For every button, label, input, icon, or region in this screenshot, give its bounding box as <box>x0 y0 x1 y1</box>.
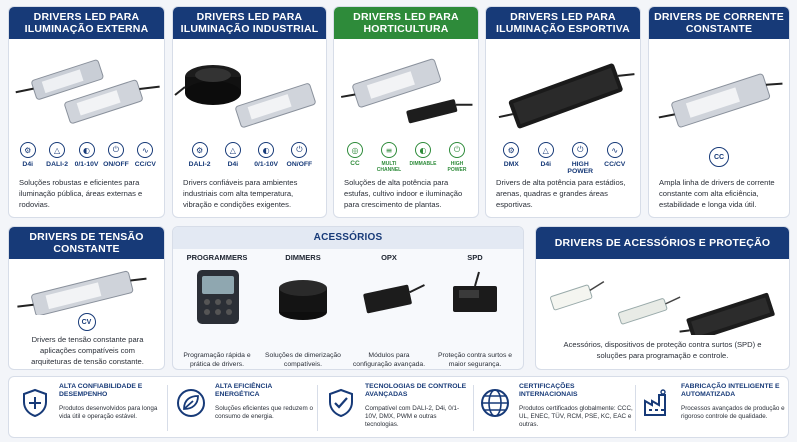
card-iluminacao-industrial[interactable]: DRIVERS LED PARA ILUMINAÇÃO INDUSTRIAL ⚙… <box>172 6 327 218</box>
driver-product-image <box>658 73 783 128</box>
d4i-icon: △ <box>537 142 554 158</box>
card-corrente-constante[interactable]: DRIVERS DE CORRENTE CONSTANTE CC Ampla l… <box>648 6 790 218</box>
feature-cc: CC <box>708 147 730 167</box>
spd-image <box>453 271 497 312</box>
card-tensao-constante[interactable]: DRIVERS DE TENSÃO CONSTANTE CV Drivers d… <box>8 226 165 370</box>
card-title: DRIVERS LED PARA ILUMINAÇÃO EXTERNA <box>9 7 164 39</box>
feature-high-power: ⏻HIGH POWER <box>563 142 597 175</box>
feature-high-power: ⏻HIGH POWER <box>440 142 474 173</box>
card-title: DRIVERS LED PARA ILUMINAÇÃO ESPORTIVA <box>486 7 640 39</box>
shield-plus-icon <box>23 388 47 418</box>
cv-icon: CV <box>77 313 96 331</box>
feature-row: CC <box>653 147 785 167</box>
feature-row: ⚙DALI-2 △D4i ◐0/1-10V ⏻ON/OFF <box>183 142 316 168</box>
dmx-icon: ⚙ <box>503 142 520 158</box>
feature-multi-channel: ≡MULTI CHANNEL <box>372 142 406 173</box>
driver-product-image <box>17 270 147 315</box>
benefit-fabricacao: FABRICAÇÃO INTELIGENTE E AUTOMATIZADA Pr… <box>641 383 787 433</box>
shield-check-icon <box>329 388 353 418</box>
leaf-icon <box>177 389 205 417</box>
card-title: DRIVERS DE CORRENTE CONSTANTE <box>649 7 789 39</box>
feature-dali2: ⚙DALI-2 <box>183 142 216 168</box>
dali-icon: ⚙ <box>191 142 208 158</box>
feature-dmx: ⚙DMX <box>494 142 528 175</box>
feature-dimmable: ◐DIMMABLE <box>406 142 440 173</box>
card-description: Soluções de alta potência para estufas, … <box>344 178 463 209</box>
card-title: ACESSÓRIOS <box>173 227 523 249</box>
card-title: DRIVERS LED PARA HORTICULTURA <box>334 7 478 39</box>
driver-product-image <box>340 58 473 124</box>
d4i-icon: ⚙ <box>19 142 36 158</box>
feature-d4i: △D4i <box>216 142 249 168</box>
cc-icon: ◎ <box>347 142 363 158</box>
dimmer-icon: ◐ <box>258 142 275 158</box>
card-description: Drivers de tensão constante para aplicaç… <box>31 335 144 366</box>
multi-channel-icon: ≡ <box>381 142 397 158</box>
dali-icon: △ <box>49 142 66 158</box>
divider <box>635 385 636 431</box>
card-description: Drivers confiáveis para ambientes indust… <box>183 178 298 209</box>
card-acessorios-protecao[interactable]: DRIVERS DE ACESSÓRIOS E PROTEÇÃO Acessór… <box>535 226 790 370</box>
card-acessorios[interactable]: ACESSÓRIOS PROGRAMMERS Programação rápid… <box>172 226 524 370</box>
acc-item-opx[interactable]: OPX Módulos para configuração avançada. <box>349 253 429 368</box>
acc-item-programmers[interactable]: PROGRAMMERS Programação rápida e prática… <box>177 253 257 368</box>
card-iluminacao-externa[interactable]: DRIVERS LED PARA ILUMINAÇÃO EXTERNA ⚙D4i… <box>8 6 165 218</box>
feature-row: ⚙D4i △DALI-2 ◐0/1-10V ⏻ON/OFF ∿CC/CV <box>13 142 160 168</box>
feature-d4i: △D4i <box>529 142 563 175</box>
power-icon: ⏻ <box>107 142 124 158</box>
feature-cc: ◎CC <box>338 142 372 173</box>
feature-cccv: ∿CC/CV <box>131 142 160 168</box>
card-title: DRIVERS DE TENSÃO CONSTANTE <box>9 227 164 259</box>
benefit-tecnologias: TECNOLOGIAS DE CONTROLE AVANÇADAS Compat… <box>325 383 471 433</box>
feature-cccv: ∿CC/CV <box>598 142 632 175</box>
factory-icon <box>644 389 666 416</box>
card-description: Acessórios, dispositivos de proteção con… <box>563 340 762 360</box>
globe-icon <box>481 389 509 417</box>
dimmer-icon: ◐ <box>78 142 95 158</box>
power-icon: ⏻ <box>291 142 308 158</box>
acc-item-dimmers[interactable]: DIMMERS Soluções de dimerização compatív… <box>263 253 343 368</box>
feature-0-10v: ◐0/1-10V <box>250 142 283 168</box>
benefits-bar: ALTA CONFIABILIDADE E DESEMPENHO Produto… <box>8 376 789 438</box>
feature-dali2: △DALI-2 <box>42 142 71 168</box>
card-horticultura[interactable]: DRIVERS LED PARA HORTICULTURA ◎CC ≡MULTI… <box>333 6 479 218</box>
opx-module-image <box>363 284 425 314</box>
feature-row: ◎CC ≡MULTI CHANNEL ◐DIMMABLE ⏻HIGH POWER <box>338 142 474 173</box>
divider <box>167 385 168 431</box>
card-title: DRIVERS DE ACESSÓRIOS E PROTEÇÃO <box>536 227 789 259</box>
card-title: DRIVERS LED PARA ILUMINAÇÃO INDUSTRIAL <box>173 7 326 39</box>
card-description: Soluções robustas e eficientes para ilum… <box>19 178 143 209</box>
benefit-certificacoes: CERTIFICAÇÕES INTERNACIONAIS Produtos ce… <box>479 383 633 433</box>
programmer-image <box>197 270 239 324</box>
protection-products-image <box>550 280 775 335</box>
feature-row: CV <box>13 313 160 331</box>
driver-product-image <box>174 65 316 128</box>
divider <box>317 385 318 431</box>
high-power-icon: ⏻ <box>572 142 589 158</box>
driver-product-image <box>498 63 635 129</box>
driver-product-image <box>15 59 160 124</box>
feature-0-10v: ◐0/1-10V <box>72 142 101 168</box>
card-description: Ampla linha de drivers de corrente const… <box>659 178 775 209</box>
d4i-icon: △ <box>224 142 241 158</box>
benefit-confiabilidade: ALTA CONFIABILIDADE E DESEMPENHO Produto… <box>19 383 159 433</box>
card-iluminacao-esportiva[interactable]: DRIVERS LED PARA ILUMINAÇÃO ESPORTIVA ⚙D… <box>485 6 641 218</box>
feature-onoff: ⏻ON/OFF <box>283 142 316 168</box>
high-power-icon: ⏻ <box>449 142 465 158</box>
dimmable-icon: ◐ <box>415 142 431 158</box>
dimmer-knob-image <box>279 280 327 320</box>
divider <box>473 385 474 431</box>
feature-d4i: ⚙D4i <box>13 142 42 168</box>
cc-icon: CC <box>709 147 729 167</box>
feature-row: ⚙DMX △D4i ⏻HIGH POWER ∿CC/CV <box>494 142 632 175</box>
card-description: Drivers de alta potência para estádios, … <box>496 178 626 209</box>
benefit-eficiencia: ALTA EFICIÊNCIA ENERGÉTICA Soluções efic… <box>175 383 315 433</box>
feature-cv: CV <box>76 313 98 331</box>
acc-item-spd[interactable]: SPD Proteção contra surtos e maior segur… <box>435 253 515 368</box>
cccv-icon: ∿ <box>606 142 623 158</box>
cccv-icon: ∿ <box>137 142 154 158</box>
feature-onoff: ⏻ON/OFF <box>101 142 130 168</box>
